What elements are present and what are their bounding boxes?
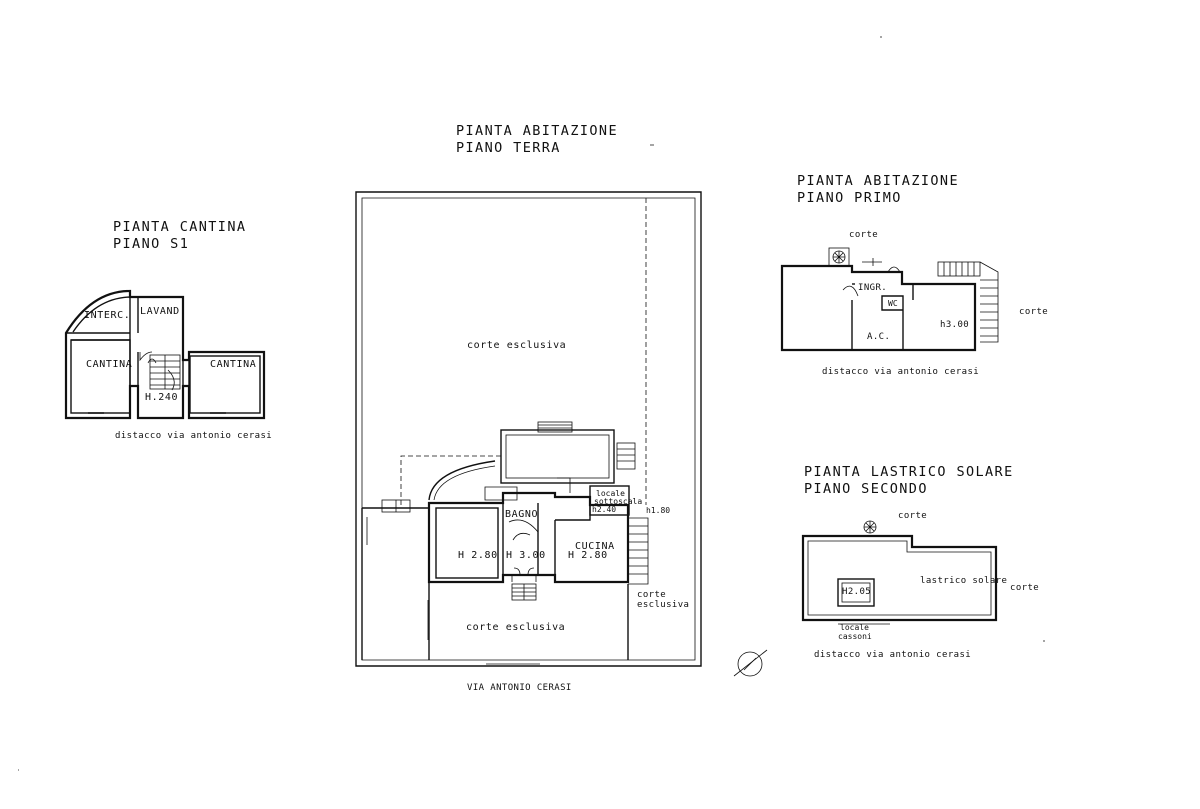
stairs-icon — [979, 261, 999, 343]
fan-icon — [828, 247, 850, 267]
primo-note: distacco via antonio cerasi — [822, 367, 979, 377]
label-wc: WC — [888, 299, 898, 308]
label-primo-height: h3.00 — [940, 320, 969, 330]
label-lastrico: lastrico solare — [920, 576, 1007, 586]
label-locale-cassoni-2: cassoni — [838, 632, 872, 641]
label-h180: h1.80 — [646, 506, 670, 515]
primo-title-1: PIANTA ABITAZIONE — [797, 173, 959, 189]
plan-terra: PIANTA ABITAZIONE PIANO TERRA corte escl… — [355, 123, 702, 693]
stairs-icon — [511, 583, 537, 601]
cantina-note: distacco via antonio cerasi — [115, 431, 272, 441]
label-corte-bottom: corte esclusiva — [466, 622, 565, 633]
label-cantina-right: CANTINA — [210, 359, 256, 370]
label-locale-cassoni-1: locale — [840, 623, 869, 632]
label-cantina-height: H.240 — [145, 392, 178, 403]
label-h-cucina: H 2.80 — [568, 550, 608, 561]
label-primo-corte-top: corte — [849, 230, 878, 240]
secondo-note: distacco via antonio cerasi — [814, 650, 971, 660]
cantina-title-1: PIANTA CANTINA — [113, 219, 246, 235]
label-secondo-corte-right: corte — [1010, 583, 1039, 593]
terra-title-1: PIANTA ABITAZIONE — [456, 123, 618, 139]
primo-title-2: PIANO PRIMO — [797, 190, 902, 206]
label-secondo-corte-top: corte — [898, 511, 927, 521]
label-ac: A.C. — [867, 332, 890, 342]
label-primo-corte-right: corte — [1019, 307, 1048, 317]
label-bagno: BAGNO — [505, 509, 538, 520]
label-h-mid: H 3.00 — [506, 550, 546, 561]
stairs-icon — [149, 354, 181, 391]
label-h-left: H 2.80 — [458, 550, 498, 561]
plan-secondo: PIANTA LASTRICO SOLARE PIANO SECONDO cor… — [801, 464, 1039, 660]
stairs-icon — [381, 499, 411, 513]
label-cucina: CUCINA — [575, 541, 615, 552]
label-corte-right-2: esclusiva — [637, 600, 689, 610]
label-h240: h2.40 — [592, 505, 616, 514]
stairs-icon — [628, 517, 649, 585]
label-corte-top: corte esclusiva — [467, 340, 566, 351]
label-locale: locale — [596, 489, 625, 498]
stairs-icon — [937, 261, 981, 277]
stairs-icon — [616, 442, 636, 470]
secondo-title-2: PIANO SECONDO — [804, 481, 928, 497]
plan-primo: PIANTA ABITAZIONE PIANO PRIMO corte I — [780, 173, 1048, 377]
terra-street: VIA ANTONIO CERASI — [467, 683, 572, 693]
fan-icon — [863, 520, 877, 534]
plan-cantina: PIANTA CANTINA PIANO S1 INTERC. LAVAND. … — [64, 219, 272, 441]
label-sottoscala: sottoscala — [594, 497, 642, 506]
stairs-icon — [537, 421, 573, 433]
secondo-title-1: PIANTA LASTRICO SOLARE — [804, 464, 1014, 480]
label-secondo-height: H2.05 — [842, 587, 871, 597]
label-lavand: LAVAND. — [140, 306, 186, 317]
label-cantina-left: CANTINA — [86, 359, 132, 370]
label-corte-right-1: corte — [637, 590, 666, 600]
terra-title-2: PIANO TERRA — [456, 140, 561, 156]
label-ingr: INGR. — [858, 283, 887, 293]
north-arrow-icon — [733, 649, 768, 677]
label-interc: INTERC. — [84, 310, 130, 321]
cantina-title-2: PIANO S1 — [113, 236, 189, 252]
